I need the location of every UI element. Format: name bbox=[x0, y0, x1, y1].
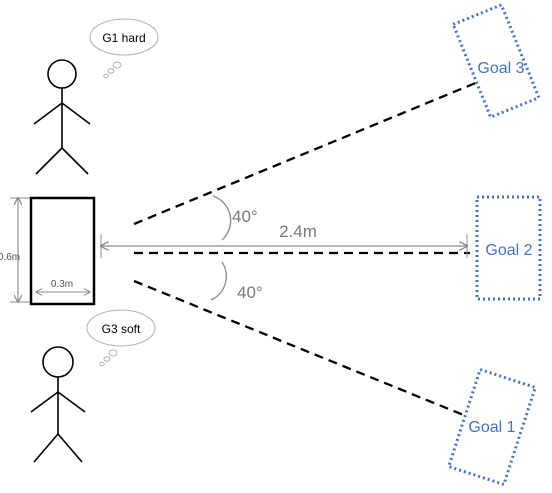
thought-bubble-bottom bbox=[86, 309, 156, 367]
box-height-label: 0.6m bbox=[0, 252, 20, 263]
thought-bubble-top bbox=[89, 18, 159, 79]
stick-figure-bottom bbox=[30, 346, 86, 463]
angle-arc-top bbox=[212, 195, 232, 241]
trajectory-goal-3 bbox=[133, 80, 479, 226]
goal-3-frame bbox=[451, 2, 541, 120]
angle-arc-bottom bbox=[210, 261, 227, 301]
angle-label-bottom: 40° bbox=[237, 283, 263, 302]
goal-3 bbox=[451, 2, 541, 120]
start-box bbox=[29, 196, 96, 306]
angle-label-top: 40° bbox=[232, 207, 258, 226]
trajectory-goal-1 bbox=[133, 279, 467, 418]
bubble-text-top: G1 hard bbox=[102, 31, 145, 45]
goal-2-label: Goal 2 bbox=[485, 242, 532, 259]
bubble-text-bottom: G3 soft bbox=[102, 322, 141, 336]
box-width-label: 0.3m bbox=[51, 279, 73, 290]
stick-figure-top bbox=[33, 59, 91, 175]
distance-label: 2.4m bbox=[279, 222, 317, 241]
goal-1-label: Goal 1 bbox=[468, 419, 515, 436]
goal-3-label: Goal 3 bbox=[477, 60, 524, 77]
goal-2-frame bbox=[475, 195, 542, 301]
